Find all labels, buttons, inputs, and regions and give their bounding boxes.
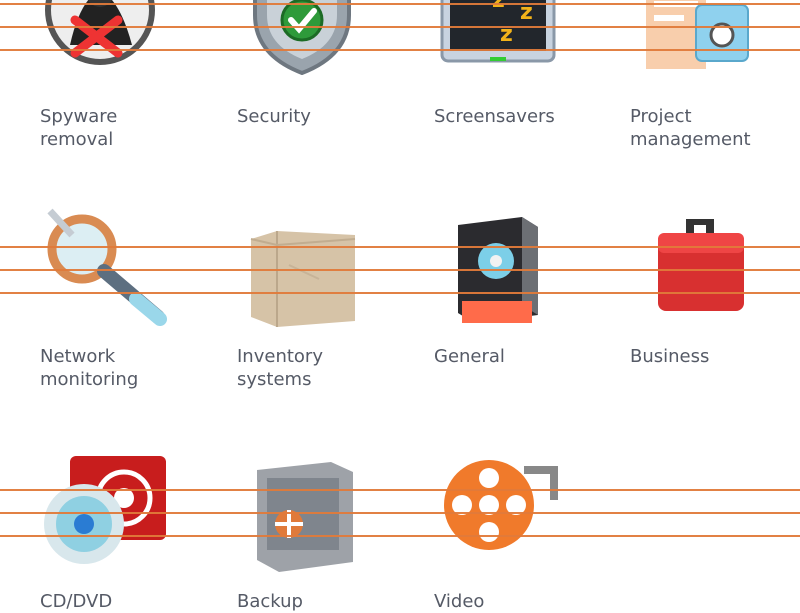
briefcase-icon (630, 205, 760, 335)
spyware-removal-icon (40, 0, 170, 75)
category-label: Spyware removal (40, 106, 118, 150)
category-label: Business (630, 346, 710, 367)
project-management-icon (630, 0, 760, 75)
category-label: Backup (237, 591, 303, 612)
svg-text:z: z (492, 0, 505, 13)
software-box-icon (434, 205, 564, 335)
magnifier-icon (40, 205, 170, 335)
category-label: Screensavers (434, 106, 555, 127)
svg-text:z: z (500, 22, 513, 47)
safe-icon (237, 450, 367, 580)
cd-dvd-icon (40, 450, 170, 580)
category-label: Project management (630, 106, 751, 150)
category-label: Security (237, 106, 311, 127)
film-reel-icon (434, 450, 564, 580)
svg-text:z: z (520, 0, 533, 25)
category-label: Network monitoring (40, 346, 139, 390)
category-label: General (434, 346, 505, 367)
screensaver-monitor-icon: z z z (434, 0, 564, 75)
cardboard-box-icon (237, 205, 367, 335)
category-label: Inventory systems (237, 346, 323, 390)
security-shield-icon (237, 0, 367, 75)
category-label: CD/DVD (40, 591, 113, 612)
category-label: Video (434, 591, 485, 612)
